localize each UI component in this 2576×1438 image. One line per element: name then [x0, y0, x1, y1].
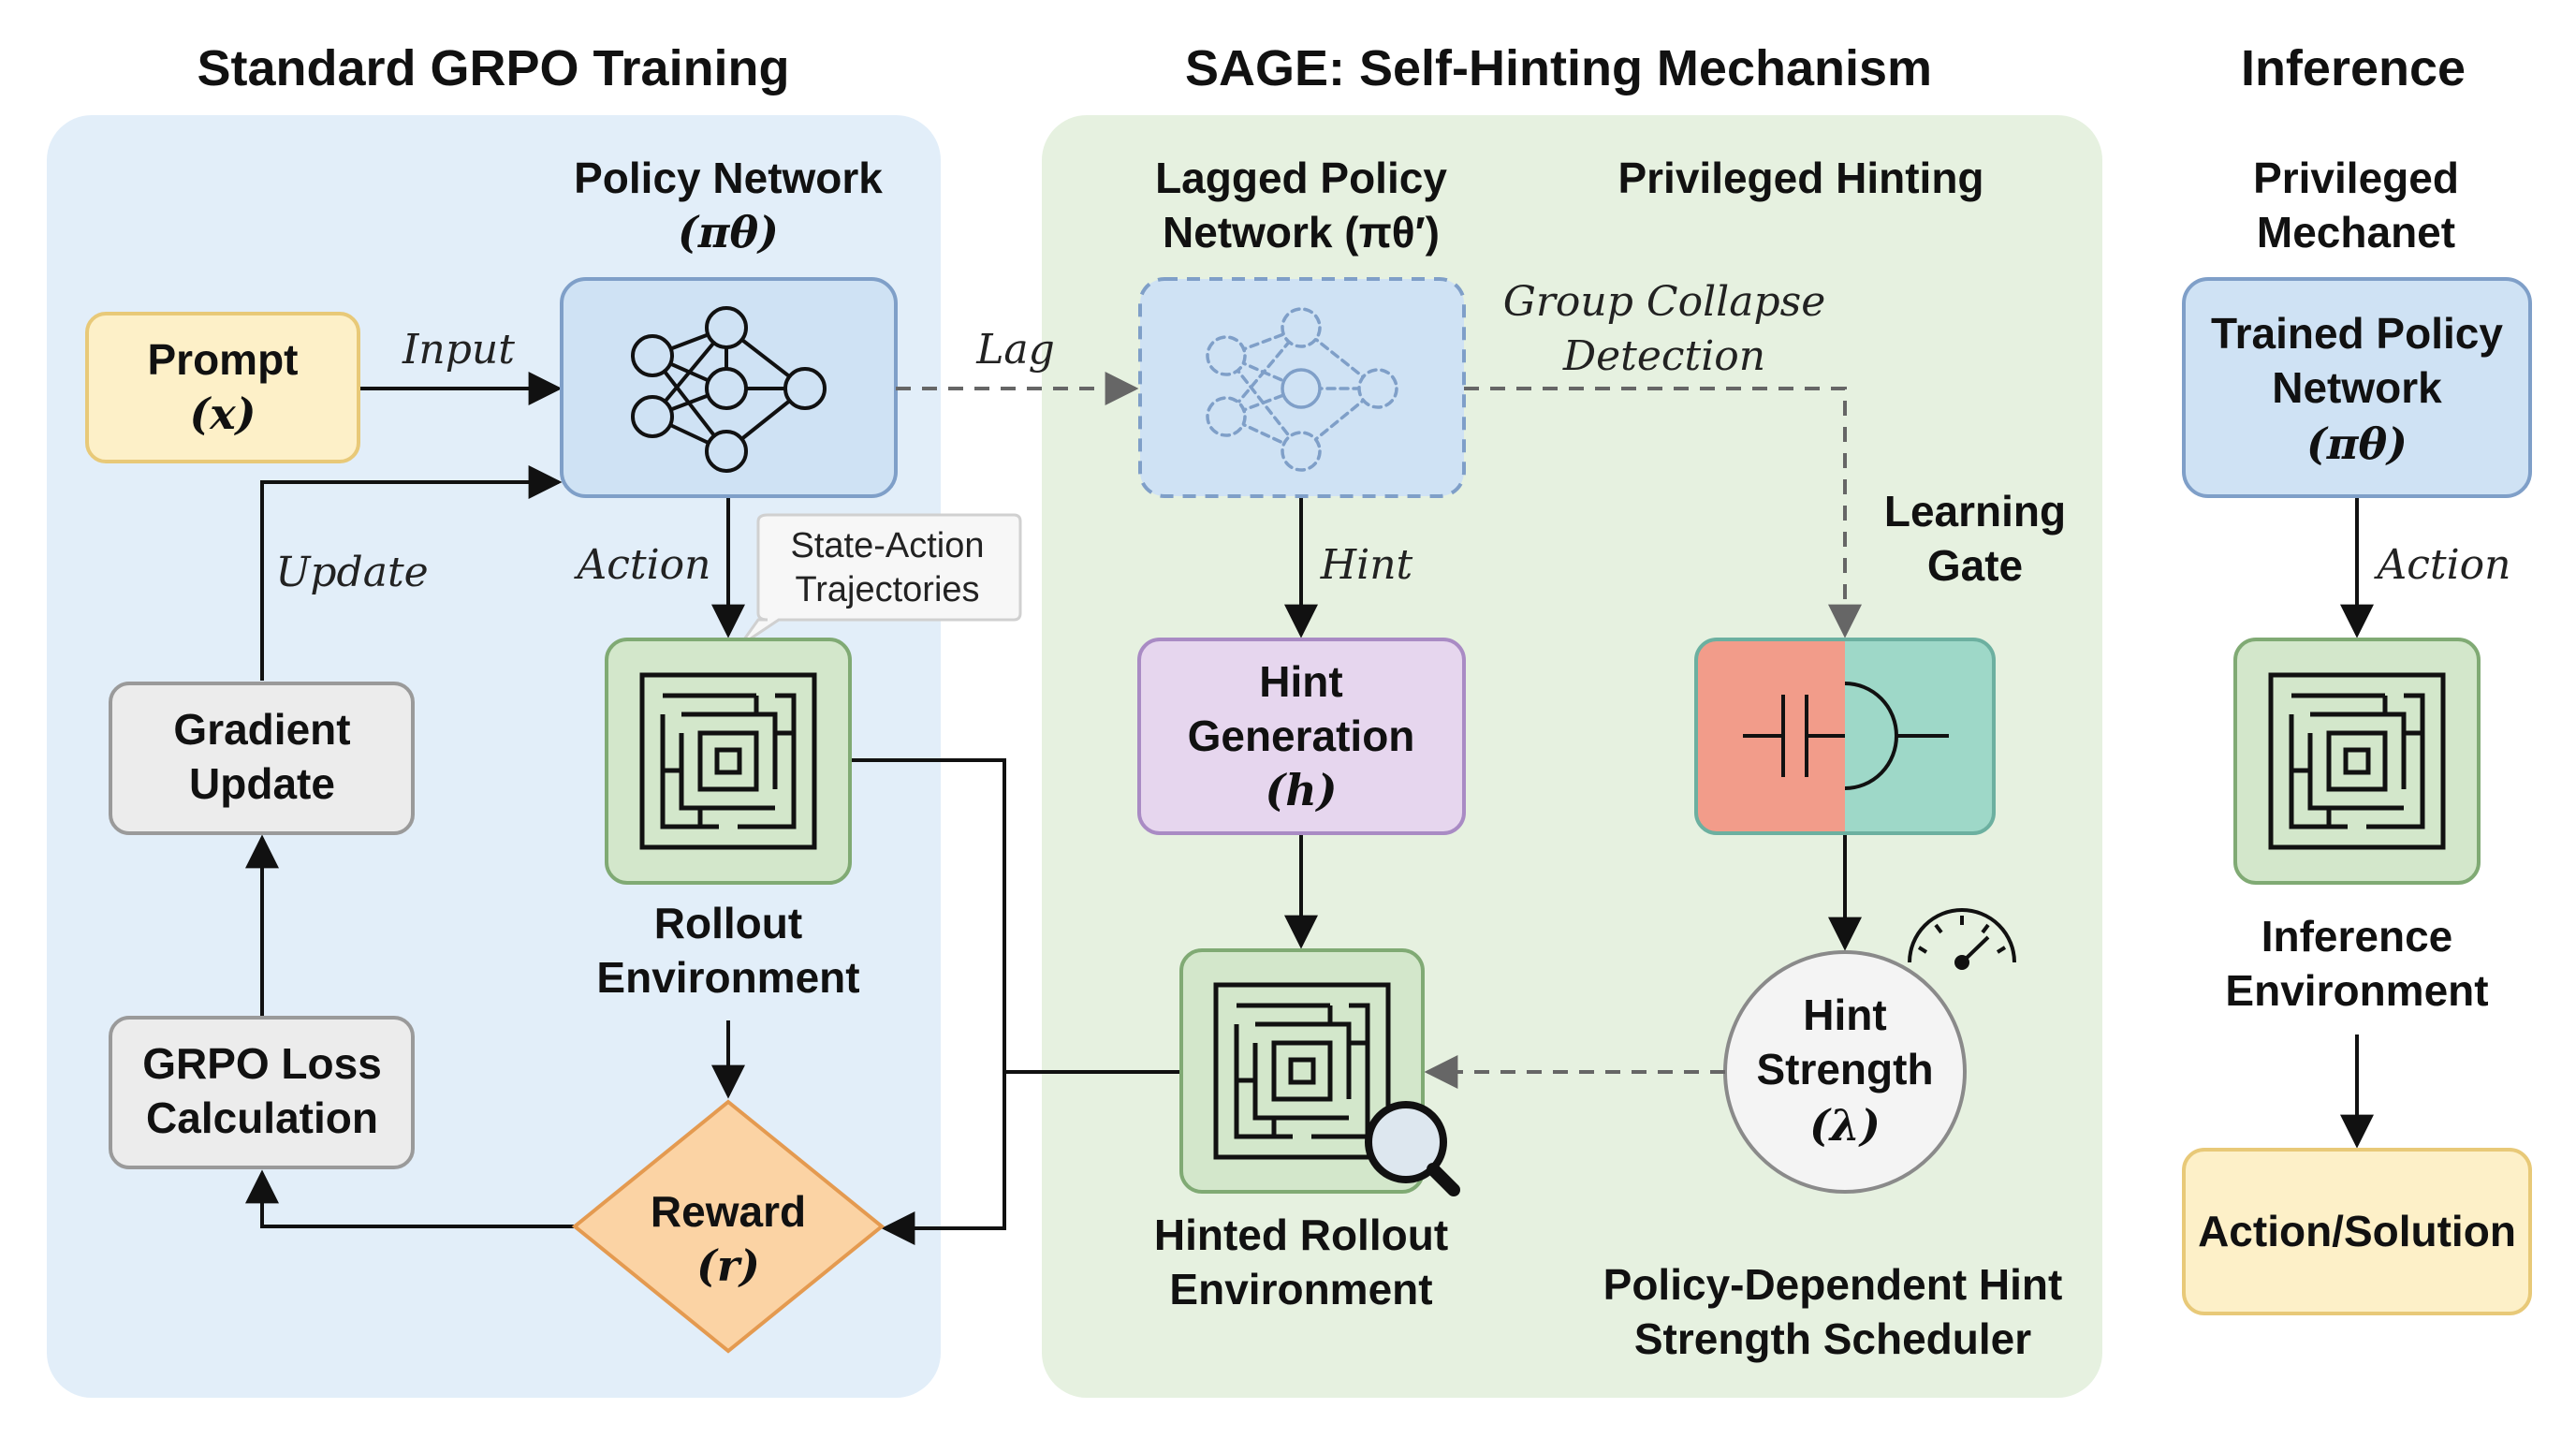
hint-gen-label-2: Generation — [1188, 712, 1415, 760]
policy-network-symbol: (πθ) — [678, 207, 779, 257]
lagged-title-1: Lagged Policy — [1155, 154, 1447, 202]
trajectories-line1: State-Action — [791, 526, 985, 565]
prompt-label: Prompt — [148, 335, 299, 384]
scheduler-label-1: Policy-Dependent Hint — [1603, 1260, 2063, 1309]
rollout-label-2: Environment — [596, 953, 859, 1002]
update-arrow — [260, 465, 563, 681]
hint-gen-symbol: (h) — [1266, 765, 1338, 815]
rollout-environment-node — [605, 638, 852, 885]
gate-title-1: Learning — [1884, 487, 2066, 536]
action-edge-label: Action — [574, 541, 711, 589]
collapse-detection-arrow — [1464, 387, 1862, 638]
reward-to-loss-arrow — [245, 1169, 574, 1228]
loss-label-1: GRPO Loss — [142, 1039, 382, 1088]
scheduler-label-2: Strength Scheduler — [1634, 1314, 2031, 1363]
lagged-policy-node — [1138, 277, 1466, 498]
policy-network-node — [560, 277, 898, 498]
prompt-node: Prompt (x) — [85, 312, 360, 463]
logic-gate-icon — [1743, 682, 1949, 790]
trained-label-2: Network — [2272, 363, 2442, 412]
collapse-label-2: Detection — [1562, 332, 1765, 380]
lag-edge-label: Lag — [975, 326, 1055, 374]
grpo-section-title: Standard GRPO Training — [197, 40, 789, 96]
learning-gate-node — [1694, 638, 1996, 835]
sage-section-title: SAGE: Self-Hinting Mechanism — [1185, 40, 1932, 96]
hint-generation-node: Hint Generation (h) — [1137, 638, 1466, 835]
hinted-label-1: Hinted Rollout — [1154, 1211, 1448, 1259]
gradient-label-2: Update — [189, 759, 335, 808]
grpo-loss-node: GRPO Loss Calculation — [109, 1016, 415, 1169]
loss-label-2: Calculation — [146, 1093, 378, 1142]
input-edge-label: Input — [402, 326, 515, 374]
magnifier-icon — [1365, 1101, 1460, 1196]
inference-env-label-1: Inference — [2261, 912, 2453, 961]
faded-neural-network-icon — [1206, 307, 1398, 472]
gradient-update-node: Gradient Update — [109, 682, 415, 835]
gate-title-2: Gate — [1927, 541, 2023, 590]
gradient-label-1: Gradient — [173, 705, 350, 754]
reward-label: Reward — [651, 1187, 806, 1236]
trained-policy-node: Trained Policy Network (πθ) — [2182, 277, 2532, 498]
collapse-label-1: Group Collapse — [1503, 278, 1825, 326]
rollout-to-reward-side-arrow — [850, 758, 1006, 1245]
hinted-rollout-node — [1179, 948, 1460, 1196]
hint-gen-label-1: Hint — [1259, 657, 1342, 706]
hinted-label-2: Environment — [1169, 1265, 1432, 1313]
action-solution-node: Action/Solution — [2182, 1148, 2532, 1315]
strength-symbol: (λ) — [1809, 1100, 1881, 1151]
update-edge-label: Update — [275, 549, 428, 596]
policy-network-title: Policy Network — [574, 154, 883, 202]
strength-label-1: Hint — [1803, 990, 1886, 1039]
reward-node: Reward (r) — [571, 1099, 886, 1354]
gauge-icon — [1908, 908, 2016, 970]
trajectories-callout: State-Action Trajectories — [738, 513, 1022, 648]
inference-section-title: Inference — [2241, 40, 2466, 96]
hint-strength-node: Hint Strength (λ) — [1723, 950, 1967, 1194]
trained-symbol: (πθ) — [2306, 418, 2408, 469]
hint-edge-label: Hint — [1320, 541, 1413, 589]
action-solution-label: Action/Solution — [2198, 1207, 2516, 1255]
neural-network-icon — [631, 306, 827, 473]
privileged-hinting-title: Privileged Hinting — [1617, 154, 1983, 202]
trajectories-line2: Trajectories — [795, 570, 979, 609]
reward-symbol: (r) — [696, 1240, 760, 1291]
inference-env-label-2: Environment — [2225, 966, 2488, 1015]
trained-label-1: Trained Policy — [2211, 309, 2503, 358]
inference-action-label: Action — [2374, 541, 2511, 589]
rollout-label-1: Rollout — [654, 899, 802, 947]
privileged-title-1: Privileged — [2253, 154, 2459, 202]
lagged-title-2: Network (πθ′) — [1163, 208, 1440, 257]
inference-environment-node — [2233, 638, 2481, 885]
prompt-symbol: (x) — [190, 389, 256, 439]
privileged-title-2: Mechanet — [2257, 208, 2455, 257]
strength-label-2: Strength — [1756, 1045, 1933, 1093]
